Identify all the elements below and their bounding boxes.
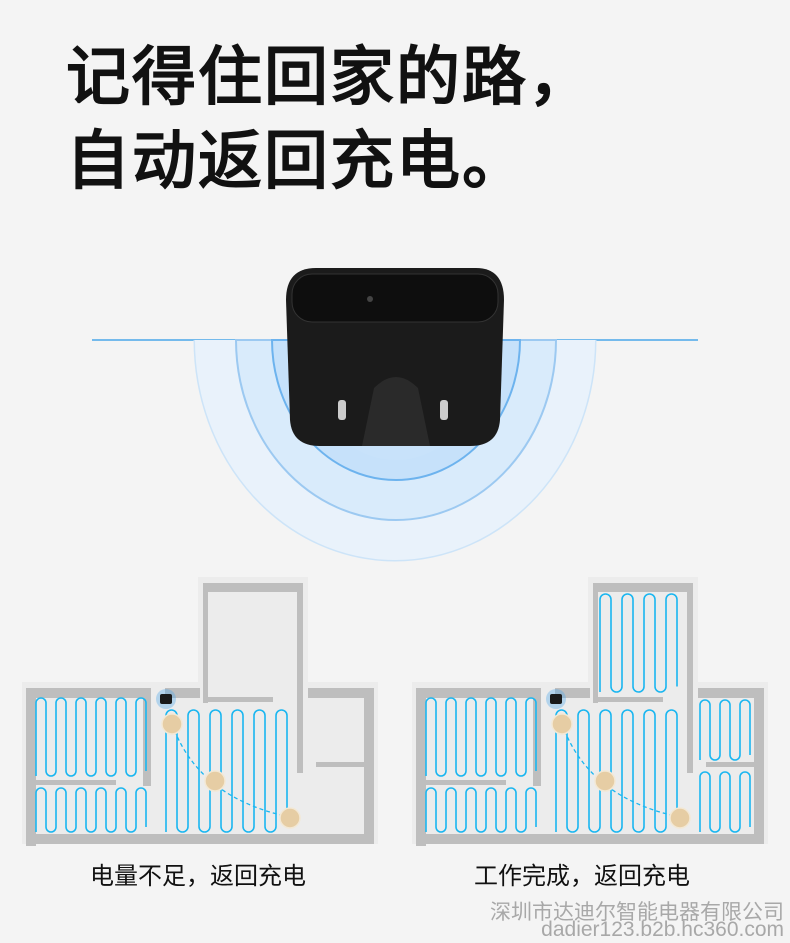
cleaning-path xyxy=(35,787,147,833)
cleaning-path xyxy=(425,697,537,777)
cleaning-path xyxy=(599,593,678,693)
wall xyxy=(533,688,541,786)
wall xyxy=(316,762,364,767)
wall xyxy=(297,583,303,773)
charging-dock-icon xyxy=(550,694,562,704)
wall xyxy=(308,688,368,698)
floor-plan-low-battery xyxy=(22,577,378,846)
top-room-outline xyxy=(588,577,698,689)
wall xyxy=(203,697,273,702)
cleaning-path xyxy=(699,771,751,833)
cleaning-path xyxy=(699,699,751,761)
wall xyxy=(26,688,36,846)
wall xyxy=(203,583,208,703)
wall xyxy=(416,834,764,844)
caption-low-battery: 电量不足，返回充电 xyxy=(90,862,306,890)
wall xyxy=(706,762,754,767)
robot-vacuum-icon xyxy=(669,807,691,829)
wall xyxy=(754,688,764,844)
watermark-company: 深圳市达迪尔智能电器有限公司 xyxy=(490,900,784,924)
watermark-url: dadier123.b2b.hc360.com xyxy=(541,918,784,941)
wall xyxy=(593,583,693,592)
wall xyxy=(698,688,758,698)
headline-line-2: 自动返回充电。 xyxy=(66,125,528,199)
floor-plan-work-complete xyxy=(412,577,768,846)
wall xyxy=(416,688,540,698)
wall xyxy=(593,583,598,703)
wall xyxy=(203,583,303,592)
wall xyxy=(26,688,150,698)
charging-dock xyxy=(286,268,504,446)
caption-work-complete: 工作完成，返回充电 xyxy=(474,862,690,890)
wall xyxy=(26,834,374,844)
robot-vacuum-icon xyxy=(279,807,301,829)
cleaning-path xyxy=(555,709,678,833)
cleaning-path xyxy=(35,697,147,777)
wall xyxy=(364,688,374,844)
robot-vacuum-icon xyxy=(551,713,573,735)
top-room-outline xyxy=(198,577,308,689)
wall xyxy=(416,688,426,846)
headline-line-1: 记得住回家的路， xyxy=(66,41,594,115)
cleaning-path xyxy=(165,709,288,833)
wall xyxy=(143,688,151,786)
wall xyxy=(165,688,200,698)
wall xyxy=(555,688,590,698)
cleaning-path xyxy=(425,787,537,833)
charging-dock-icon xyxy=(160,694,172,704)
wall xyxy=(416,780,506,785)
robot-vacuum-icon xyxy=(204,770,226,792)
wall xyxy=(687,583,693,773)
wall xyxy=(26,780,116,785)
robot-vacuum-icon xyxy=(161,713,183,735)
robot-vacuum-icon xyxy=(594,770,616,792)
charging-dock-illustration xyxy=(92,268,698,562)
wall xyxy=(593,697,663,702)
headline: 记得住回家的路， 自动返回充电。 xyxy=(66,36,594,204)
